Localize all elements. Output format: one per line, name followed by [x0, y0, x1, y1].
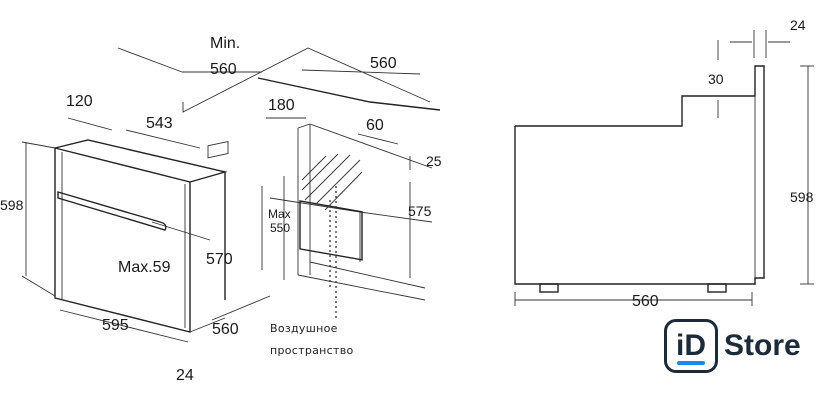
left-isometric-view: Min. 560 560 120 543 180 60 25 598 Max 5… — [0, 35, 442, 384]
label-niche-width: 560 — [210, 61, 237, 78]
brand-name: Store — [724, 329, 801, 362]
right-dimension-lines — [514, 30, 814, 306]
label-vent-offset: 180 — [268, 97, 295, 114]
label-max-front: Max.59 — [118, 259, 171, 276]
vent-opening — [299, 153, 363, 320]
label-right-step: 30 — [708, 71, 724, 87]
label-right-depth: 560 — [632, 293, 659, 310]
oven-body — [54, 139, 229, 333]
brand-logo-mark-text: iD — [676, 329, 706, 362]
label-top-gap: 25 — [426, 153, 442, 169]
brand-logo-mark: iD — [664, 319, 718, 373]
right-labels: 24 30 598 560 — [632, 17, 814, 310]
label-height: 598 — [0, 197, 24, 213]
brand-logo-underline — [677, 361, 705, 365]
label-right-height: 598 — [790, 189, 814, 205]
left-labels: Min. 560 560 120 543 180 60 25 598 Max 5… — [0, 35, 442, 384]
label-vent-depth: 60 — [366, 117, 384, 134]
label-max-value: 550 — [270, 221, 290, 235]
side-profile — [514, 65, 765, 293]
label-min: Min. — [210, 35, 240, 52]
brand-logo: iD Store — [664, 318, 801, 374]
label-niche-depth: 560 — [370, 55, 397, 72]
dimension-lines — [21, 47, 421, 343]
label-air-space-2: пространство — [270, 344, 354, 357]
label-niche-height: 575 — [408, 203, 432, 219]
label-panel: 24 — [176, 367, 194, 384]
label-max: Max — [268, 207, 291, 221]
label-depth: 560 — [212, 321, 239, 338]
label-body-depth: 570 — [206, 251, 233, 268]
label-air-space-1: Воздушное — [270, 322, 338, 335]
label-right-panel: 24 — [790, 17, 806, 33]
label-body-width-top: 543 — [146, 115, 173, 132]
right-side-view: 24 30 598 560 — [514, 17, 814, 310]
label-width: 595 — [102, 317, 129, 334]
label-front-offset: 120 — [66, 93, 93, 110]
